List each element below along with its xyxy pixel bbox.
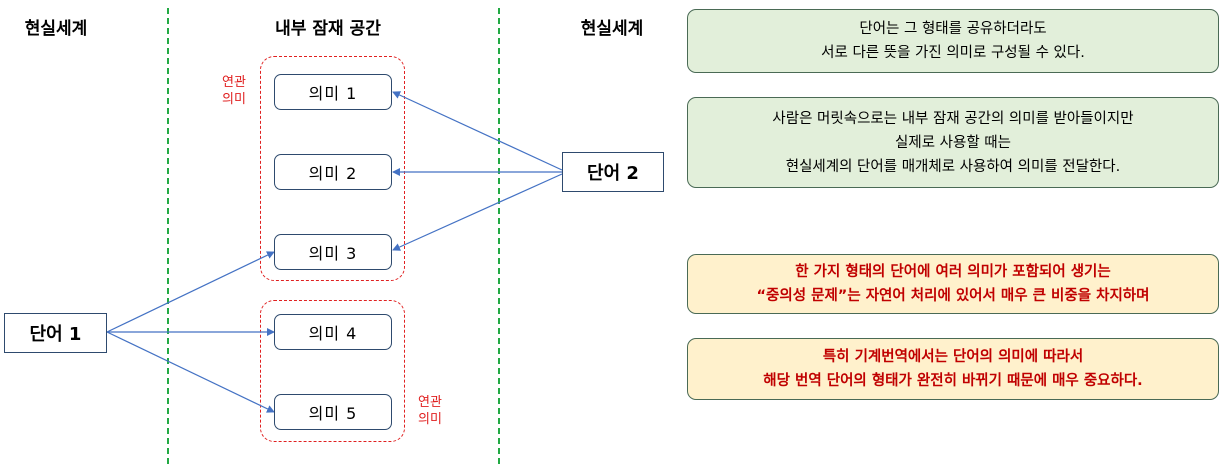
related-label-bottom-line1: 연관 [418, 395, 442, 410]
arrow-word1-meaning5 [106, 331, 275, 413]
arrow-word2-meaning1 [392, 91, 563, 171]
related-label-bottom-line2: 의미 [418, 412, 442, 427]
word-box-1: 단어 1 [4, 313, 107, 353]
arrow-word2-meaning3 [392, 173, 563, 251]
heading-real-world-right: 현실세계 [580, 19, 644, 39]
note-machine-translation-line1: 특히 기계번역에서는 단어의 의미에 따라서 [822, 349, 1084, 365]
divider-right [498, 8, 500, 464]
related-group-top [260, 56, 405, 281]
note-machine-translation-line2: 해당 번역 단어의 형태가 완전히 바뀌기 때문에 매우 중요하다. [763, 373, 1143, 389]
related-label-bottom: 연관 의미 [410, 394, 450, 428]
meaning-box-4: 의미 4 [274, 314, 392, 350]
related-label-top: 연관 의미 [214, 74, 254, 108]
note-latent-meaning-line1: 사람은 머릿속으로는 내부 잠재 공간의 의미를 받아들이지만 [772, 110, 1134, 127]
note-ambiguity-line1: 한 가지 형태의 단어에 여러 의미가 포함되어 생기는 [795, 264, 1111, 280]
arrow-word1-meaning3 [106, 251, 275, 333]
note-ambiguity-line2: “중의성 문제”는 자연어 처리에 있어서 매우 큰 비중을 차지하며 [756, 288, 1150, 304]
meaning-box-2: 의미 2 [274, 154, 392, 190]
related-label-top-line1: 연관 [222, 75, 246, 90]
related-group-bottom [260, 300, 405, 442]
note-homonym-line1: 단어는 그 형태를 공유하더라도 [859, 21, 1047, 37]
note-ambiguity: 한 가지 형태의 단어에 여러 의미가 포함되어 생기는 “중의성 문제”는 자… [687, 254, 1219, 314]
note-machine-translation: 특히 기계번역에서는 단어의 의미에 따라서 해당 번역 단어의 형태가 완전히… [687, 338, 1219, 400]
meaning-box-5: 의미 5 [274, 394, 392, 430]
note-homonym-line2: 서로 다른 뜻을 가진 의미로 구성될 수 있다. [821, 45, 1085, 61]
meaning-box-3: 의미 3 [274, 234, 392, 270]
note-latent-meaning-line3: 현실세계의 단어를 매개체로 사용하여 의미를 전달한다. [785, 158, 1121, 175]
meaning-box-1: 의미 1 [274, 74, 392, 110]
note-homonym: 단어는 그 형태를 공유하더라도 서로 다른 뜻을 가진 의미로 구성될 수 있… [687, 9, 1219, 73]
note-latent-meaning: 사람은 머릿속으로는 내부 잠재 공간의 의미를 받아들이지만 실제로 사용할 … [687, 97, 1219, 188]
related-label-top-line2: 의미 [222, 92, 246, 107]
heading-latent-space: 내부 잠재 공간 [275, 19, 381, 39]
heading-real-world-left: 현실세계 [24, 19, 88, 39]
word-box-2: 단어 2 [562, 152, 664, 192]
divider-left [167, 8, 169, 464]
note-latent-meaning-line2: 실제로 사용할 때는 [895, 134, 1011, 151]
